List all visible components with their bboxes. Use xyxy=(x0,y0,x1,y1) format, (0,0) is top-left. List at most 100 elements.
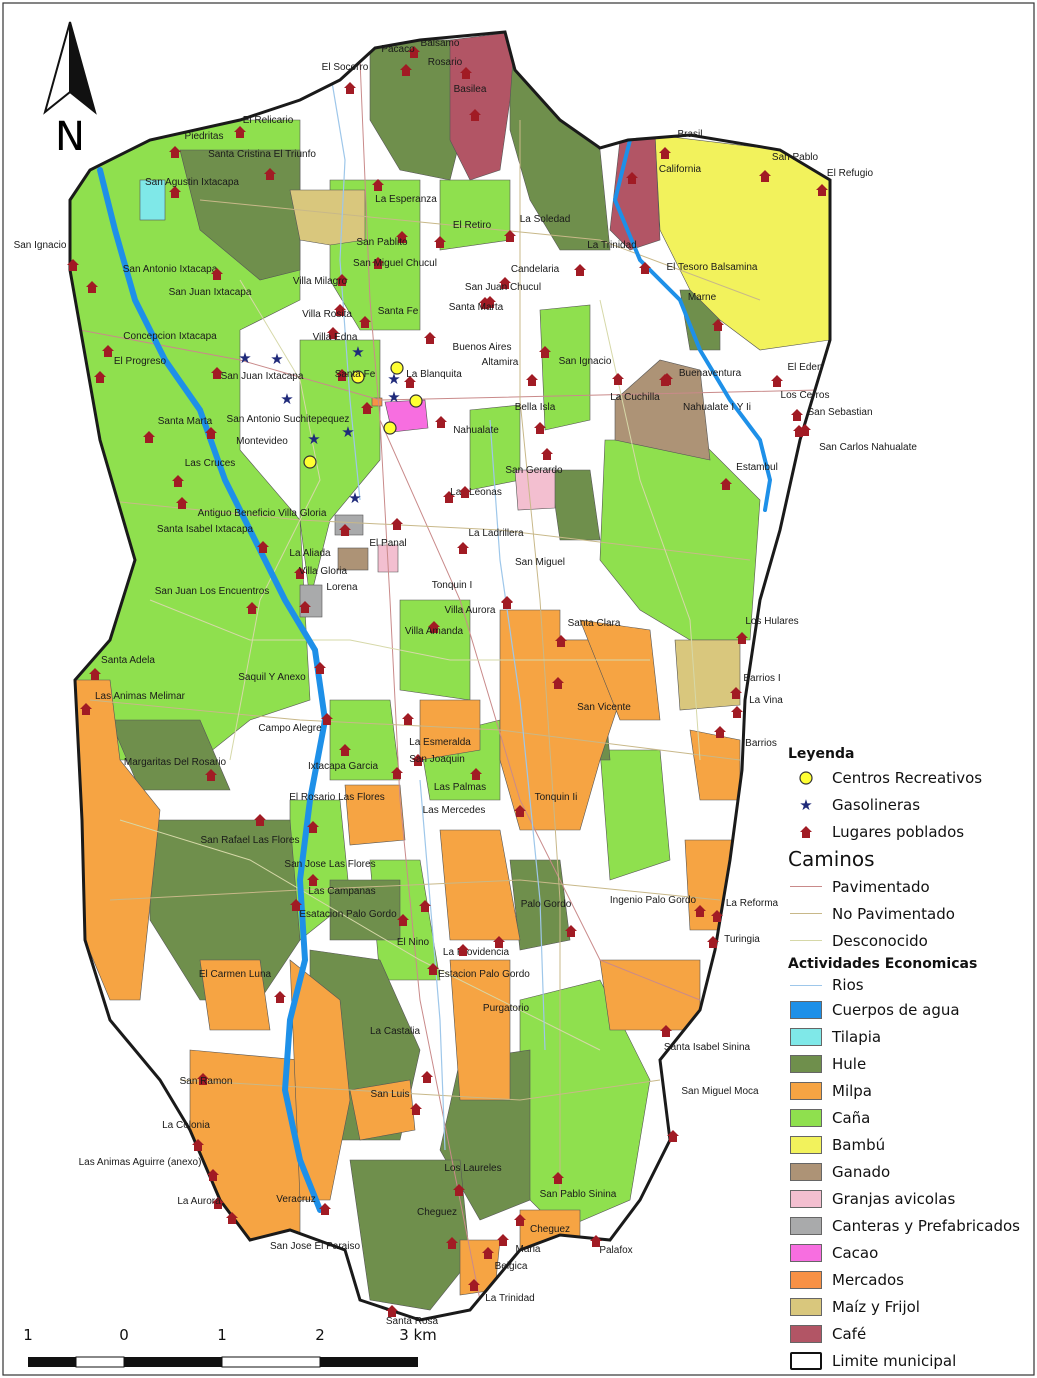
lugar-poblado[interactable]: La Cuchilla xyxy=(610,373,660,403)
lugar-poblado[interactable]: Belgica xyxy=(482,1247,528,1272)
centro-recreativo-marker[interactable] xyxy=(303,455,317,469)
lugar-poblado[interactable]: Villa Amanda xyxy=(405,621,464,637)
lugar-poblado[interactable]: Estambul xyxy=(720,462,778,490)
gasolinera-marker[interactable]: ★ xyxy=(348,489,361,507)
lugar-poblado[interactable]: Ixtacapa Garcia xyxy=(308,744,378,772)
lugar-poblado[interactable]: Basilea xyxy=(454,84,487,121)
lugar-poblado[interactable]: El Socorro xyxy=(322,62,369,94)
lugar-poblado[interactable]: El Nino xyxy=(397,914,430,948)
lugar-poblado[interactable]: Las Mercedes xyxy=(423,768,486,816)
lugar-poblado[interactable]: El Refugio xyxy=(816,168,874,196)
lugar-poblado[interactable]: Maria xyxy=(497,1234,541,1255)
lugar-poblado[interactable]: La Esmeralda xyxy=(402,713,471,748)
lugar-poblado[interactable]: Turingia xyxy=(707,934,760,948)
lugar-poblado[interactable]: Marne xyxy=(688,292,724,331)
centro-recreativo-marker[interactable] xyxy=(383,421,397,435)
lugar-poblado[interactable]: Las Animas Aguirre (anexo) xyxy=(79,1157,219,1181)
lugar-poblado[interactable]: San Rafael Las Flores xyxy=(201,814,300,846)
lugar-poblado[interactable]: Barrios xyxy=(714,726,777,749)
lugar-poblado[interactable]: Santa Rosa xyxy=(386,1305,439,1327)
lugar-poblado[interactable]: El Tesoro Balsamina xyxy=(639,262,758,274)
gasolinera-marker[interactable]: ★ xyxy=(341,423,354,441)
lugar-poblado[interactable]: La Aliada xyxy=(289,524,351,559)
lugar-poblado[interactable]: El Carmen Luna xyxy=(199,969,286,1003)
lugar-poblado[interactable]: San Vicente xyxy=(552,677,631,713)
lugar-poblado[interactable]: Barrios I xyxy=(730,673,781,699)
lugar-poblado[interactable]: Antiguo Beneficio Villa Gloria xyxy=(176,497,327,519)
lugar-poblado[interactable]: Saquil Y Anexo xyxy=(238,662,326,683)
lugar-poblado[interactable]: San Juan Los Encuentros xyxy=(155,586,270,614)
lugar-poblado[interactable]: Veracruz xyxy=(276,1194,331,1215)
gasolinera-marker[interactable]: ★ xyxy=(387,370,400,388)
lugar-poblado[interactable]: Villa Gloria xyxy=(294,566,348,579)
lugar-poblado[interactable]: Balsamo xyxy=(408,38,460,58)
lugar-poblado[interactable]: Altamira xyxy=(482,357,538,386)
lugar-poblado[interactable]: Santa Isabel Ixtacapa xyxy=(157,524,269,553)
lugar-poblado[interactable]: Villa Milagro xyxy=(293,274,348,287)
lugar-poblado[interactable]: La Esperanza xyxy=(372,179,437,205)
lugar-poblado[interactable]: Purgatorio xyxy=(457,944,530,1014)
lugar-poblado[interactable]: Tonquin Ii xyxy=(514,792,577,817)
lugar-poblado[interactable]: Santa Adela xyxy=(89,655,155,680)
lugar-poblado[interactable]: Las Campanas xyxy=(290,886,376,911)
lugar-poblado[interactable]: Palo Gordo xyxy=(521,899,577,937)
lugar-poblado[interactable]: Las Leonas xyxy=(443,487,502,503)
lugar-poblado[interactable]: Ingenio Palo Gordo xyxy=(610,895,706,917)
lugar-poblado[interactable]: San Ignacio xyxy=(539,346,612,367)
lugar-poblado[interactable]: El Panal xyxy=(369,518,407,549)
lugar-poblado[interactable]: Los Laureles xyxy=(444,1163,502,1196)
lugar-poblado[interactable]: La Aurora xyxy=(177,1196,224,1209)
lugar-poblado[interactable]: Bella Isla xyxy=(515,402,556,434)
lugar-poblado[interactable]: San Juan Ixtacapa xyxy=(211,367,304,382)
lugar-poblado[interactable]: San Miguel Moca xyxy=(667,1086,759,1142)
lugar-poblado[interactable]: La Castalia xyxy=(370,1026,433,1083)
lugar-poblado[interactable]: Santa Isabel Sinina xyxy=(660,1025,751,1053)
lugar-poblado[interactable]: Cheguez xyxy=(417,1207,458,1249)
lugar-poblado[interactable]: Estacion Palo Gordo xyxy=(438,936,530,980)
lugar-poblado[interactable]: Rosario xyxy=(428,57,472,79)
lugar-poblado[interactable]: San Pablo xyxy=(759,152,819,182)
lugar-poblado[interactable]: San Pablito xyxy=(356,231,408,248)
centro-recreativo-marker[interactable] xyxy=(390,361,404,375)
lugar-poblado[interactable]: Santa Fe xyxy=(335,369,376,381)
lugar-poblado[interactable]: Tonquin I xyxy=(432,542,473,591)
lugar-poblado[interactable]: Santa Fe xyxy=(359,306,419,328)
lugar-poblado[interactable]: Palafox xyxy=(590,1235,633,1256)
lugar-poblado[interactable]: San Antonio Ixtacapa xyxy=(86,264,218,293)
lugar-poblado[interactable]: Santa Marta xyxy=(449,297,504,313)
lugar-poblado[interactable]: San Juan Ixtacapa xyxy=(169,268,252,298)
lugar-poblado[interactable]: Nahualate I Y Ii xyxy=(659,374,751,413)
lugar-poblado[interactable]: San Gerardo xyxy=(505,448,563,476)
lugar-poblado[interactable]: La Blanquita xyxy=(404,369,462,388)
lugar-poblado[interactable]: San Ramon xyxy=(180,1073,233,1087)
gasolinera-marker[interactable]: ★ xyxy=(307,430,320,448)
lugar-poblado[interactable]: San Joaquin xyxy=(409,754,465,766)
lugar-poblado[interactable]: San Miguel Chucul xyxy=(353,257,437,269)
lugar-poblado[interactable]: Villa Edna xyxy=(313,327,358,343)
centro-recreativo-marker[interactable] xyxy=(351,370,365,384)
lugar-poblado[interactable]: Las Palmas xyxy=(391,767,486,793)
lugar-poblado[interactable]: California xyxy=(626,164,702,184)
lugar-poblado[interactable]: Cheguez xyxy=(514,1214,570,1235)
gasolinera-marker[interactable]: ★ xyxy=(387,388,400,406)
lugar-poblado[interactable]: Los Hulares xyxy=(736,616,799,644)
lugar-poblado[interactable]: San Agustin Ixtacapa xyxy=(145,177,239,198)
lugar-poblado[interactable]: Villa Rosita xyxy=(302,304,352,320)
lugar-poblado[interactable]: Santa Cristina El Triunfo xyxy=(208,149,316,180)
lugar-poblado[interactable]: Buenos Aires xyxy=(424,332,511,353)
lugar-poblado[interactable]: Los Cerros xyxy=(781,390,830,421)
lugar-poblado[interactable]: Esatacion Palo Gordo xyxy=(299,900,431,920)
lugar-poblado[interactable]: Concepcion Ixtacapa xyxy=(102,331,217,357)
lugar-poblado[interactable]: La Vina xyxy=(731,695,783,718)
lugar-poblado[interactable]: Brasil xyxy=(659,129,703,159)
lugar-poblado[interactable]: La Providencia xyxy=(427,947,510,975)
lugar-poblado[interactable]: Santa Clara xyxy=(555,618,621,647)
lugar-poblado[interactable]: San Jose Las Flores xyxy=(284,859,376,886)
lugar-poblado[interactable]: Lorena xyxy=(299,582,358,613)
lugar-poblado[interactable]: Candelaria xyxy=(499,264,560,289)
gasolinera-marker[interactable]: ★ xyxy=(280,390,293,408)
lugar-poblado[interactable]: Piedritas xyxy=(169,131,223,158)
lugar-poblado[interactable]: San Jose El Paraiso xyxy=(226,1212,360,1252)
lugar-poblado[interactable]: Las Animas Melimar xyxy=(80,691,186,715)
lugar-poblado[interactable]: La Reforma xyxy=(711,898,779,922)
